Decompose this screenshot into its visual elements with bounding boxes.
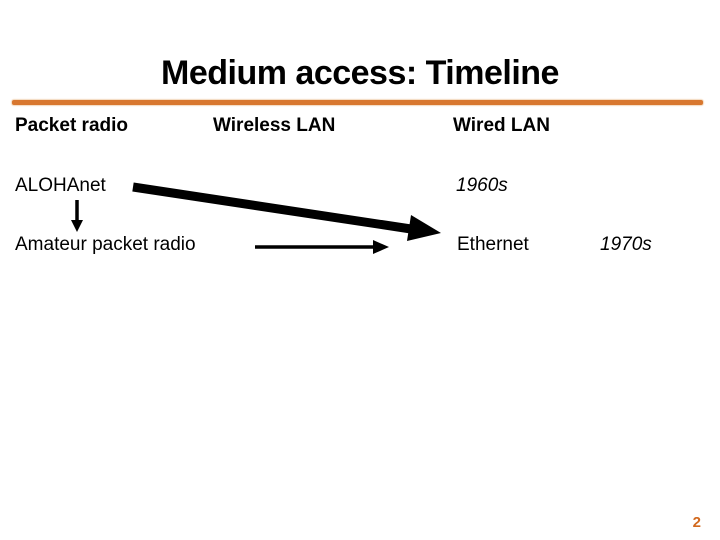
timeline-item-alohanet: ALOHAnet bbox=[15, 175, 106, 196]
timeline-item-amateur-packet-radio: Amateur packet radio bbox=[15, 234, 196, 255]
arrow-alohanet-to-ethernet-icon bbox=[132, 182, 441, 241]
title-accent-rule bbox=[12, 100, 703, 105]
arrow-amateur-packet-radio-to-ethernet-icon bbox=[255, 240, 389, 254]
arrow-alohanet-to-amateur-packet-radio-icon bbox=[71, 200, 83, 232]
column-header-packet-radio: Packet radio bbox=[15, 115, 128, 136]
page-number: 2 bbox=[692, 514, 701, 531]
timeline-era-1970s: 1970s bbox=[600, 234, 652, 255]
column-header-wired-lan: Wired LAN bbox=[453, 115, 550, 136]
timeline-era-1960s: 1960s bbox=[456, 175, 508, 196]
timeline-item-ethernet: Ethernet bbox=[457, 234, 529, 255]
slide-title: Medium access: Timeline bbox=[161, 54, 559, 92]
column-header-wireless-lan: Wireless LAN bbox=[213, 115, 336, 136]
